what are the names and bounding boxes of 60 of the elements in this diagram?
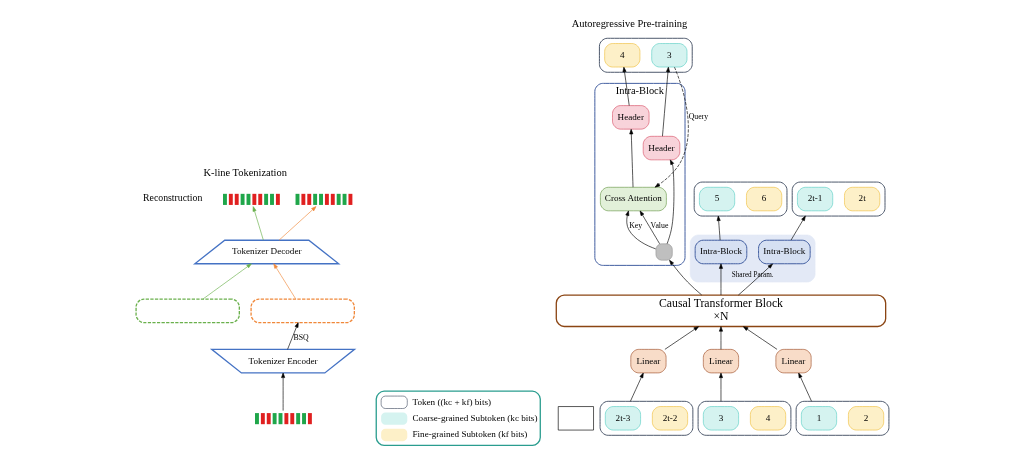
cluster	[697, 400, 791, 436]
arrow	[718, 263, 723, 296]
arrow	[280, 372, 285, 411]
node-box: Linear	[702, 349, 739, 374]
arrow	[668, 259, 702, 296]
node-box: 4	[749, 406, 786, 431]
arrow	[718, 372, 723, 402]
arrow	[742, 326, 777, 350]
node-box: 3	[702, 406, 739, 431]
arrow	[286, 322, 299, 350]
arrow	[202, 263, 252, 300]
node-box	[655, 243, 673, 261]
arrow	[278, 206, 316, 241]
node-box: 2t-2	[651, 406, 688, 431]
node-box: Cross Attention	[599, 186, 667, 212]
cluster	[693, 181, 787, 217]
node-box: Header	[611, 105, 649, 130]
arrow	[797, 372, 812, 402]
node-box: 2t-3	[604, 406, 641, 431]
label: Autoregressive Pre-training	[571, 18, 687, 30]
arrow	[622, 66, 630, 106]
arrow	[628, 129, 633, 188]
arrow	[664, 326, 699, 350]
arrow	[624, 210, 656, 250]
legend-label: Token ((kc + kf) bits)	[412, 396, 491, 407]
node-box: Intra-Block	[757, 239, 811, 265]
node-box	[557, 406, 594, 431]
legend-label: Coarse-grained Subtoken (kc bits)	[412, 413, 537, 424]
arrow	[716, 215, 721, 241]
cluster	[795, 400, 889, 436]
label: Reconstruction	[142, 192, 202, 204]
node-box: Intra-Block	[694, 239, 747, 265]
arrow	[661, 66, 670, 137]
arrow	[654, 66, 689, 188]
arrow	[666, 159, 674, 244]
arrow	[790, 215, 806, 241]
cluster	[791, 181, 885, 217]
arrow	[272, 263, 296, 300]
node-box: 2	[847, 406, 884, 431]
node-box: 3	[650, 43, 687, 68]
node-box: 5	[698, 186, 735, 212]
node-box	[249, 298, 355, 324]
node-box: 2t-1	[796, 186, 833, 212]
arrow	[737, 263, 773, 296]
arrow	[252, 206, 264, 241]
node-box: 4	[603, 43, 640, 68]
arrow	[629, 372, 644, 402]
node-box	[134, 298, 240, 324]
node-box: 2t	[843, 186, 880, 212]
arrow	[639, 210, 660, 245]
legend-label: Fine-grained Subtoken (kf bits)	[412, 429, 527, 440]
node-box: Linear	[775, 349, 811, 374]
label: K-line Tokenization	[202, 167, 287, 179]
arrow	[718, 326, 723, 350]
cluster	[599, 400, 693, 436]
node-box: Linear	[629, 349, 666, 374]
node-box: 1	[800, 406, 837, 431]
node-box: 6	[745, 186, 782, 212]
node-box: Header	[642, 136, 680, 161]
node-box: Causal Transformer Block ×N	[555, 294, 886, 328]
